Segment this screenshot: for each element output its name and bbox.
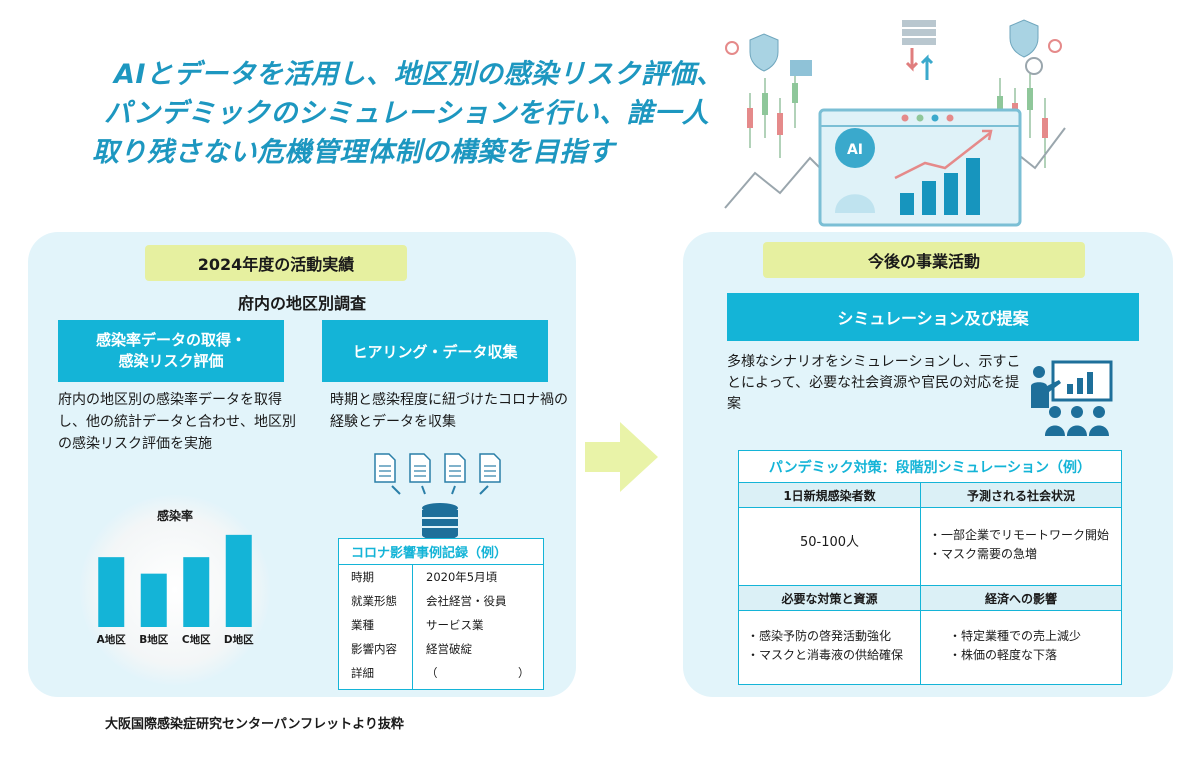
chart-bar [183,557,210,627]
chart-bar [98,557,125,627]
chart-category-label: D地区 [224,633,254,646]
economic-impact-values: ・特定業種での売上減少 ・株価の軽度な下落 [949,627,1081,665]
database-icon [422,503,458,540]
row-divider [739,610,1121,611]
activity-results-pill: 2024年度の活動実績 [145,245,407,281]
source-footer: 大阪国際感染症研究センターパンフレットより抜粋 [105,717,404,732]
record-row: 就業形態 会社経営・役員 [339,589,543,613]
row-divider [739,507,1121,508]
district-survey-title: 府内の地区別調査 [237,294,366,313]
chart-category-label: C地区 [182,633,211,646]
ai-dashboard-illustration: AI [724,19,1066,227]
infection-data-band: 感染率データの取得・ 感染リスク評価 [58,320,284,382]
chart-bar [140,573,167,627]
record-key: 時期 [351,570,374,584]
covid-record-title: コロナ影響事例記録（例） [339,539,543,565]
simulation-table-title: パンデミック対策：段階別シミュレーション（例） [739,451,1121,483]
social-situation-item: ・マスク需要の急増 [929,547,1038,561]
record-value: （ ） [426,666,530,680]
record-key: 詳細 [351,666,374,680]
headline-line-2: パンデミックのシミュレーションを行い、誰一人 [104,98,710,129]
chart-category-label: A地区 [97,633,127,646]
measures-header: 必要な対策と資源 [739,586,920,610]
record-key: 業種 [351,618,374,632]
economic-impact-item: ・特定業種での売上減少 [949,629,1082,643]
column-divider [920,483,921,684]
record-value: サービス業 [426,618,484,632]
record-row: 影響内容 経営破綻 [339,637,543,661]
measures-values: ・感染予防の啓発活動強化 ・マスクと消毒液の供給確保 [747,627,903,665]
future-activities-pill: 今後の事業活動 [763,242,1085,278]
simulation-band: シミュレーション及び提案 [727,293,1139,341]
row-divider [739,585,1121,586]
record-row: 詳細 （ ） [339,661,543,685]
record-key: 影響内容 [351,642,397,656]
record-value: 2020年5月頃 [426,570,498,584]
economic-impact-item: ・株価の軽度な下落 [949,648,1058,662]
presentation-icon [1031,360,1113,436]
infection-data-band-line-2: 感染リスク評価 [118,352,224,370]
record-row: 時期 2020年5月頃 [339,565,543,589]
new-cases-header: 1日新規感染者数 [739,483,920,507]
svg-text:AI: AI [847,142,863,158]
covid-record-table: コロナ影響事例記録（例） 時期 2020年5月頃 就業形態 会社経営・役員 業種 サー… [338,538,544,690]
measures-item: ・感染予防の啓発活動強化 [747,629,892,643]
record-key: 就業形態 [351,594,397,608]
measures-item: ・マスクと消毒液の供給確保 [747,648,904,662]
record-divider [412,565,413,689]
infection-rate-chart: 感染率 A地区 B地区 C地区 D地区 [97,508,254,646]
headline-line-1: AIとデータを活用し、地区別の感染リスク評価、 [114,59,724,90]
economic-impact-header: 経済への影響 [921,586,1121,610]
social-situation-header: 予測される社会状況 [921,483,1121,507]
infection-data-band-line-1: 感染率データの取得・ [95,331,246,349]
record-value: 会社経営・役員 [426,594,507,608]
document-stack-icon [374,453,501,540]
record-row: 業種 サービス業 [339,613,543,637]
social-situation-values: ・一部企業でリモートワーク開始 ・マスク需要の急増 [929,526,1109,564]
headline: AIとデータを活用し、地区別の感染リスク評価、 パンデミックのシミュレーションを… [92,55,732,172]
record-value: 経営破綻 [426,642,472,656]
infection-data-description: 府内の地区別の感染率データを取得し、他の統計データと合わせ、地区別の感染リスク評… [58,392,296,452]
right-arrow-icon [585,422,658,492]
social-situation-item: ・一部企業でリモートワーク開始 [929,528,1110,542]
headline-line-3: 取り残さない危機管理体制の構築を目指す [92,137,615,168]
simulation-description: 多様なシナリオをシミュレーションし、示すことによって、必要な社会資源や官民の対応… [727,354,1021,412]
chart-bar [225,534,252,627]
hearing-data-description: 時期と感染程度に紐づけたコロナ禍の経験とデータを収集 [330,392,568,430]
simulation-table: パンデミック対策：段階別シミュレーション（例） 1日新規感染者数 予測される社会… [738,450,1122,685]
chart-category-label: B地区 [139,633,169,646]
new-cases-value: 50-100人 [799,535,860,550]
chart-title: 感染率 [157,508,193,523]
hearing-data-band: ヒアリング・データ収集 [322,320,548,382]
